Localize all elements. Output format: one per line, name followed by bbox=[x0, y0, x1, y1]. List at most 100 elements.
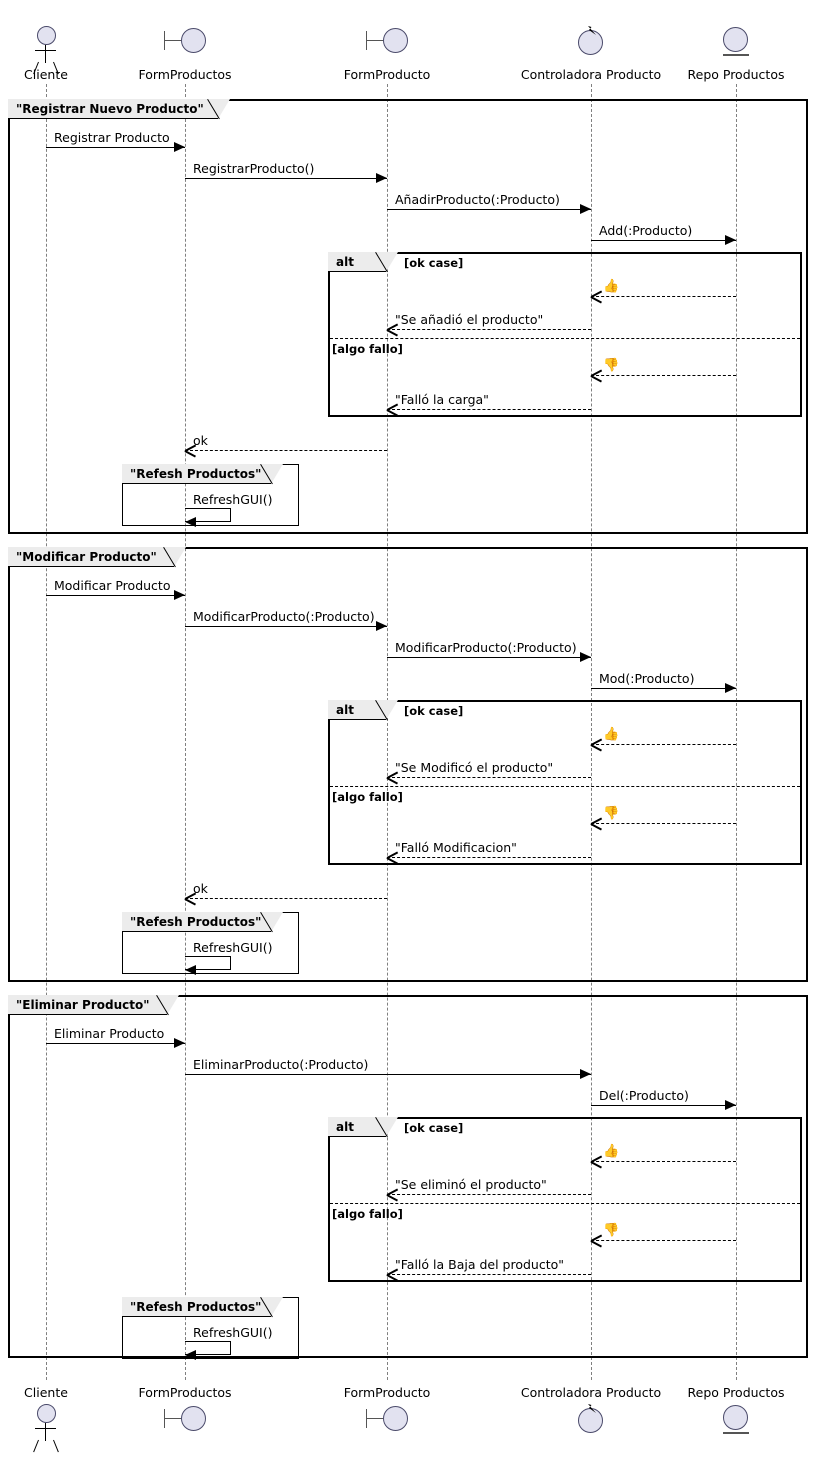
message-arrowhead bbox=[376, 173, 387, 183]
entity-icon bbox=[713, 1404, 759, 1434]
control-arrow-icon bbox=[588, 26, 596, 35]
participant-footer-label-controladora-producto: Controladora Producto bbox=[520, 1385, 662, 1400]
message-line bbox=[46, 595, 185, 596]
message-arrowhead bbox=[725, 683, 736, 693]
message-label: "Falló la carga" bbox=[395, 392, 489, 407]
message-label: "Se Modificó el producto" bbox=[395, 760, 554, 775]
message-arrowhead bbox=[376, 621, 387, 631]
message-line bbox=[185, 1074, 591, 1075]
message-label: "Se añadió el producto" bbox=[395, 312, 544, 327]
boundary-icon bbox=[162, 26, 208, 56]
message-line bbox=[591, 296, 736, 297]
alt-condition: [algo fallo] bbox=[332, 790, 403, 804]
message-label: Registrar Producto bbox=[54, 130, 170, 145]
self-message-arrowhead bbox=[185, 517, 196, 527]
thumbs-down-emoji: 👎 bbox=[603, 806, 620, 821]
participant-label-cliente: Cliente bbox=[24, 67, 68, 82]
message-arrowhead bbox=[174, 142, 185, 152]
participant-footer-label-formproductos: FormProductos bbox=[138, 1385, 232, 1400]
participant-footer-label-formproducto: FormProducto bbox=[343, 1385, 431, 1400]
alt-divider bbox=[330, 338, 800, 339]
message-label: ok bbox=[193, 433, 208, 448]
message-label: "Se eliminó el producto" bbox=[395, 1177, 547, 1192]
group-label-block-2: "Modificar Producto" bbox=[8, 547, 186, 568]
message-label: EliminarProducto(:Producto) bbox=[193, 1057, 369, 1072]
participant-footer-label-cliente: Cliente bbox=[24, 1385, 68, 1400]
message-arrowhead bbox=[580, 1069, 591, 1079]
actor-head-icon bbox=[36, 26, 56, 45]
participant-label-controladora-producto: Controladora Producto bbox=[520, 67, 662, 82]
group-frame-block-2-alt bbox=[328, 700, 802, 865]
entity-icon bbox=[713, 26, 759, 56]
lifeline-formproducto bbox=[387, 84, 388, 1380]
message-arrowhead bbox=[174, 590, 185, 600]
lifeline-cliente bbox=[46, 84, 47, 1380]
actor-head-icon bbox=[36, 1404, 56, 1423]
group-frame-block-2 bbox=[8, 547, 808, 982]
group-frame-block-3-alt bbox=[328, 1117, 802, 1282]
message-line bbox=[46, 1043, 185, 1044]
message-line bbox=[591, 688, 736, 689]
thumbs-up-emoji: 👍 bbox=[603, 1144, 620, 1159]
boundary-icon bbox=[162, 1404, 208, 1434]
control-icon bbox=[568, 1404, 614, 1434]
lifeline-controladora-producto bbox=[591, 84, 592, 1380]
message-arrowhead bbox=[591, 818, 602, 829]
participant-footer-label-repo-productos: Repo Productos bbox=[687, 1385, 785, 1400]
boundary-icon bbox=[364, 1404, 410, 1434]
self-message-loop bbox=[185, 508, 231, 522]
message-label: AñadirProducto(:Producto) bbox=[395, 192, 560, 207]
group-frame-block-1 bbox=[8, 99, 808, 534]
message-label: RegistrarProducto() bbox=[193, 161, 315, 176]
message-line bbox=[185, 898, 387, 899]
self-message-label: RefreshGUI() bbox=[193, 492, 273, 507]
lifeline-repo-productos bbox=[736, 84, 737, 1380]
self-message-label: RefreshGUI() bbox=[193, 1325, 273, 1340]
message-line bbox=[591, 375, 736, 376]
thumbs-down-emoji: 👎 bbox=[603, 358, 620, 373]
message-line bbox=[387, 1194, 591, 1195]
self-message-arrowhead bbox=[185, 965, 196, 975]
message-arrowhead bbox=[580, 204, 591, 214]
message-arrowhead bbox=[591, 370, 602, 381]
boundary-icon bbox=[364, 26, 410, 56]
message-arrowhead bbox=[591, 1235, 602, 1246]
group-frame-block-1-alt bbox=[328, 252, 802, 417]
participant-label-formproductos: FormProductos bbox=[138, 67, 232, 82]
message-line bbox=[387, 857, 591, 858]
self-message-loop bbox=[185, 1341, 231, 1355]
control-icon bbox=[568, 26, 614, 56]
participant-label-repo-productos: Repo Productos bbox=[687, 67, 785, 82]
message-line bbox=[591, 823, 736, 824]
actor-icon bbox=[33, 1404, 59, 1453]
message-line bbox=[387, 777, 591, 778]
group-label-block-3-alt: alt bbox=[328, 1117, 398, 1138]
message-label: ok bbox=[193, 881, 208, 896]
message-label: Modificar Producto bbox=[54, 578, 171, 593]
message-line bbox=[185, 626, 387, 627]
message-line bbox=[591, 1161, 736, 1162]
message-label: Mod(:Producto) bbox=[599, 671, 695, 686]
thumbs-down-emoji: 👎 bbox=[603, 1223, 620, 1238]
message-line bbox=[46, 147, 185, 148]
lifeline-formproductos bbox=[185, 84, 186, 1380]
group-label-block-3-refresh: "Refesh Productos" bbox=[122, 1297, 283, 1318]
message-line bbox=[387, 409, 591, 410]
self-message-arrowhead bbox=[185, 1350, 196, 1360]
group-label-block-2-refresh: "Refesh Productos" bbox=[122, 912, 283, 933]
thumbs-up-emoji: 👍 bbox=[603, 727, 620, 742]
control-arrow-icon bbox=[588, 1404, 596, 1413]
message-line bbox=[591, 1240, 736, 1241]
group-frame-block-3 bbox=[8, 995, 808, 1358]
message-arrowhead bbox=[174, 1038, 185, 1048]
message-label: "Falló Modificacion" bbox=[395, 840, 517, 855]
group-label-block-2-alt: alt bbox=[328, 700, 398, 721]
message-line bbox=[387, 329, 591, 330]
thumbs-up-emoji: 👍 bbox=[603, 279, 620, 294]
alt-condition: [ok case] bbox=[404, 256, 464, 270]
message-arrowhead bbox=[591, 1156, 602, 1167]
message-line bbox=[591, 1105, 736, 1106]
message-label: "Falló la Baja del producto" bbox=[395, 1257, 565, 1272]
message-arrowhead bbox=[591, 739, 602, 750]
